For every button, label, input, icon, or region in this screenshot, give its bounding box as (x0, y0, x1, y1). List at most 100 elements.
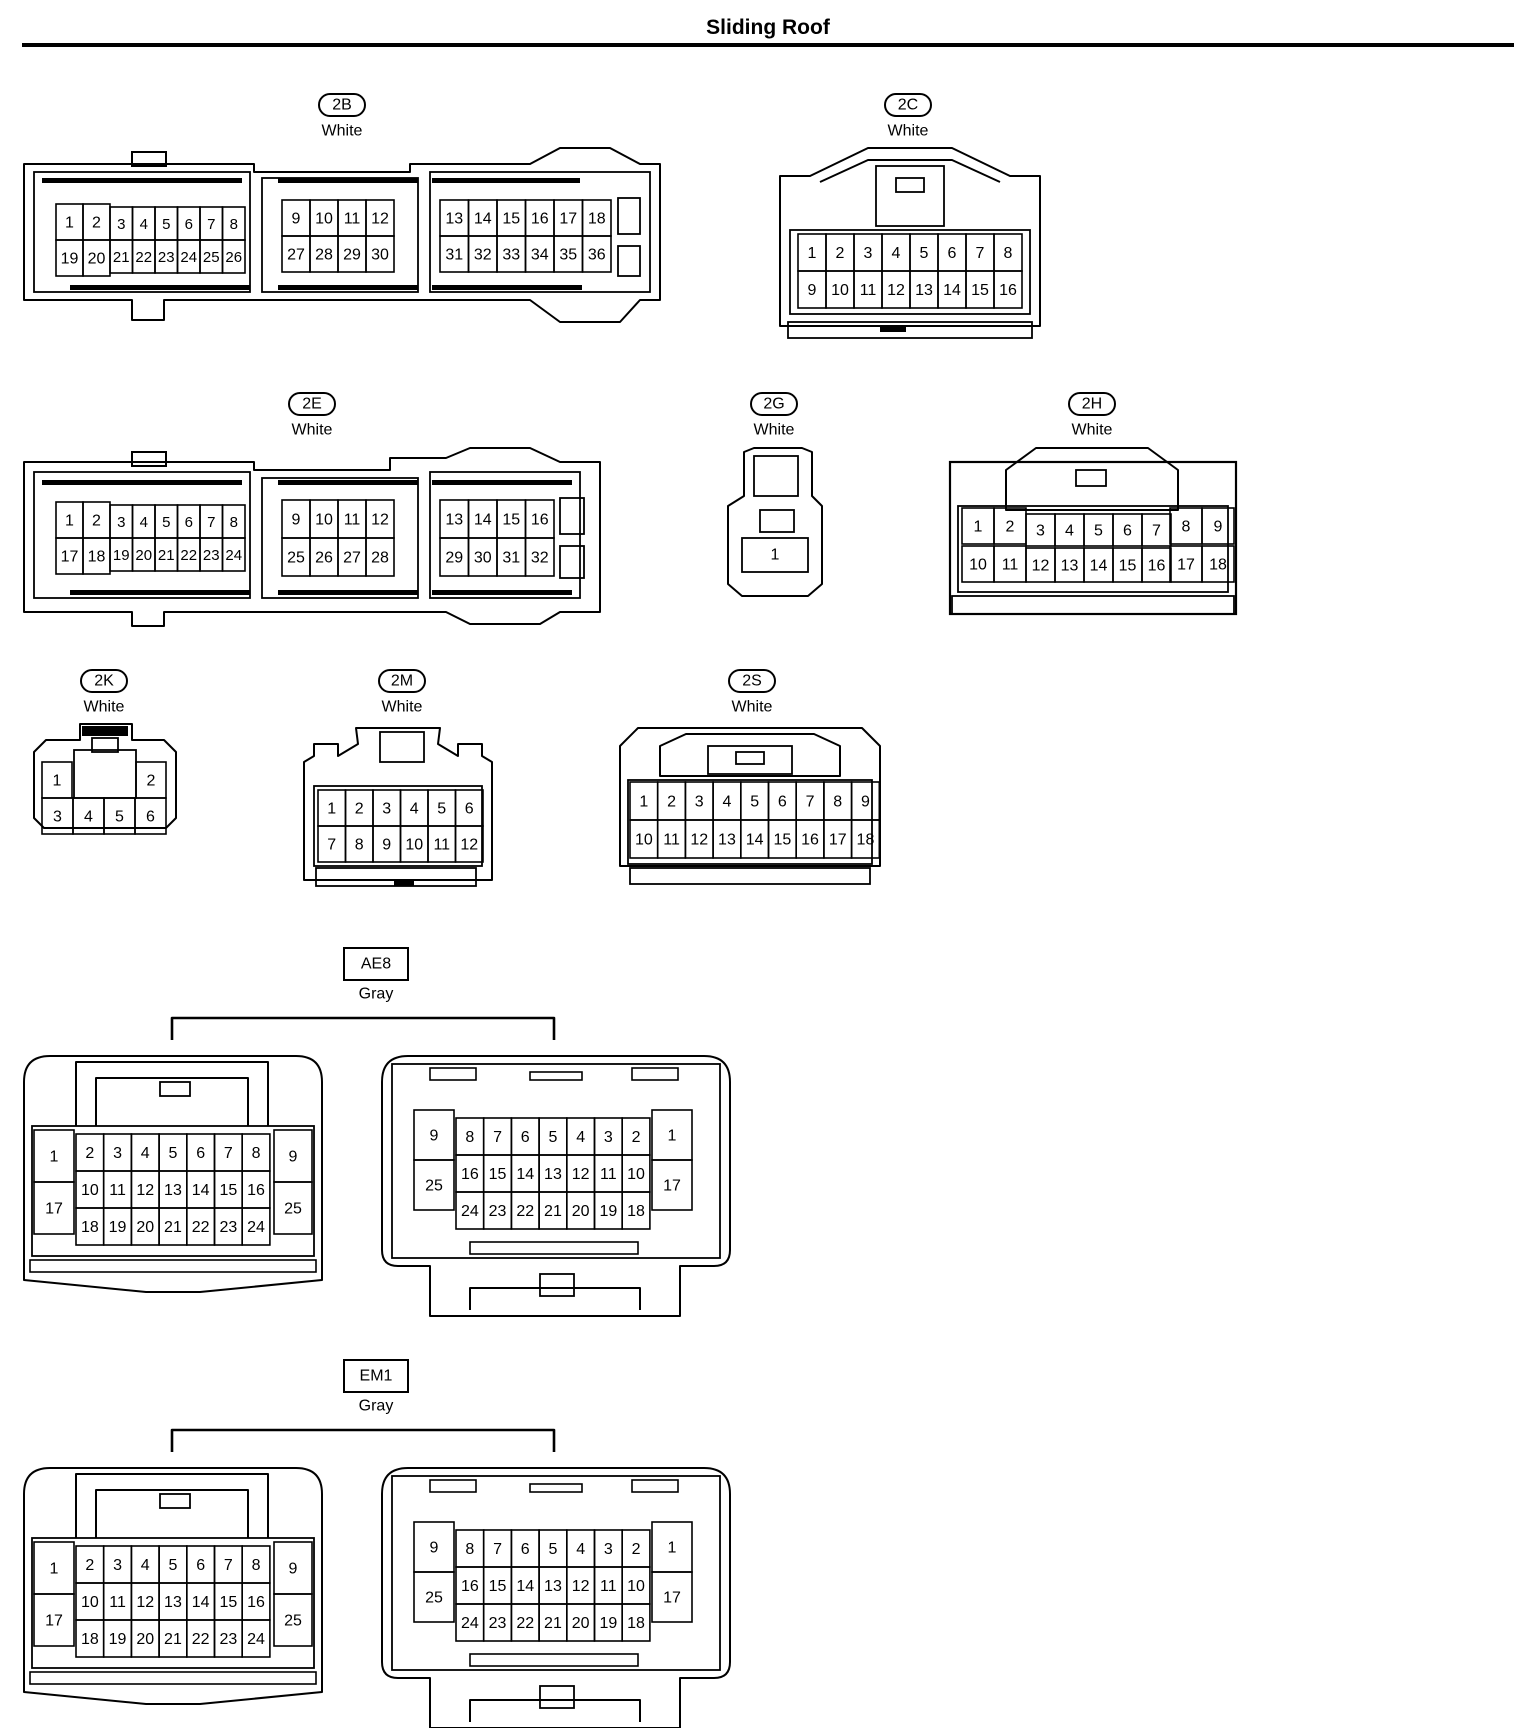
pin-cell (621, 1603, 651, 1642)
pin-number: 6 (185, 514, 193, 531)
lower-key (469, 1699, 641, 1722)
pin-cell (33, 1593, 75, 1647)
latch-window (875, 165, 945, 227)
pin-cell (413, 1571, 455, 1623)
pin-number: 16 (461, 1578, 479, 1595)
connector-id: 2H (1082, 396, 1102, 413)
pin-number: 5 (162, 216, 170, 233)
pin-number: 15 (219, 1182, 237, 1199)
pin-number: 17 (829, 832, 847, 849)
pin-number: 15 (489, 1166, 507, 1183)
pin-number: 10 (315, 211, 333, 228)
pin-number: 17 (559, 211, 577, 228)
pin-number: 3 (53, 809, 62, 826)
latch-bar (82, 726, 128, 736)
pin-number: 24 (180, 249, 197, 266)
pin-number: 17 (45, 1613, 63, 1630)
pin-number: 9 (382, 837, 391, 854)
pin-number: 19 (61, 251, 79, 268)
pin-number: 17 (663, 1590, 681, 1607)
pin-number: 20 (136, 1219, 154, 1236)
pin-number: 10 (627, 1578, 645, 1595)
lower-tab (539, 1273, 575, 1297)
pin-number: 9 (292, 512, 301, 529)
pin-number: 24 (225, 547, 242, 564)
pin-number: 5 (1094, 523, 1103, 540)
latch-bar (278, 178, 418, 183)
pin-cell (621, 1191, 651, 1230)
latch-bar (432, 480, 572, 485)
pin-number: 7 (493, 1541, 502, 1558)
pin-number: 12 (371, 211, 389, 228)
latch-arm (819, 159, 1001, 183)
pin-number: 12 (887, 282, 905, 299)
pin-cell (33, 1181, 75, 1235)
pin-number: 21 (544, 1203, 562, 1220)
latch-bar (42, 480, 242, 485)
pin-number: 18 (88, 549, 106, 566)
pin-cell (365, 235, 395, 273)
pin-number: 1 (65, 513, 74, 530)
pin-number: 5 (548, 1129, 557, 1146)
pin-number: 4 (141, 1145, 150, 1162)
pin-number: 7 (806, 794, 815, 811)
latch-slot (429, 1067, 477, 1081)
pin-number: 1 (327, 801, 336, 818)
tag-oval (1068, 392, 1116, 416)
connector-color: White (754, 422, 795, 439)
pin-number: 6 (465, 801, 474, 818)
pin-grid: 925 (273, 1541, 313, 1647)
pin-number: 30 (371, 247, 389, 264)
pin-number: 24 (247, 1219, 265, 1236)
pin-number: 12 (136, 1182, 154, 1199)
pin-number: 9 (289, 1561, 298, 1578)
pin-number: 20 (136, 1631, 154, 1648)
pin-number: 20 (135, 547, 152, 564)
latch-window (707, 745, 793, 775)
pin-number: 9 (430, 1540, 439, 1557)
pin-number: 10 (405, 837, 423, 854)
pin-number: 24 (461, 1615, 479, 1632)
pin-number: 18 (857, 832, 875, 849)
pin-number: 13 (1061, 558, 1079, 575)
pin-number: 1 (808, 245, 817, 262)
pin-cell (651, 1159, 693, 1211)
pin-number: 3 (113, 1557, 122, 1574)
pin-number: 8 (230, 216, 238, 233)
pin-number: 21 (158, 547, 175, 564)
pin-number: 16 (531, 211, 549, 228)
pin-number: 5 (437, 801, 446, 818)
pin-number: 8 (252, 1557, 261, 1574)
pin-number: 13 (445, 211, 463, 228)
pin-number: 28 (315, 247, 333, 264)
base-rail (629, 867, 871, 885)
latch-hood (1005, 447, 1179, 511)
pin-number: 15 (502, 211, 520, 228)
pin-number: 2 (1006, 519, 1015, 536)
pin-cell (413, 1159, 455, 1211)
tag-oval (750, 392, 798, 416)
pin-cell (1201, 545, 1235, 583)
latch-key (91, 737, 119, 753)
pin-number: 14 (516, 1166, 534, 1183)
pin-number: 5 (168, 1557, 177, 1574)
pin-number: 35 (559, 247, 577, 264)
pin-number: 30 (474, 550, 492, 567)
base-rail (787, 321, 1033, 339)
base-rail (29, 1259, 317, 1273)
latch-arm (95, 1489, 249, 1538)
pin-number: 25 (284, 1201, 302, 1218)
pin-number: 6 (778, 794, 787, 811)
pin-number: 31 (502, 550, 520, 567)
inner-outline (789, 229, 1031, 315)
